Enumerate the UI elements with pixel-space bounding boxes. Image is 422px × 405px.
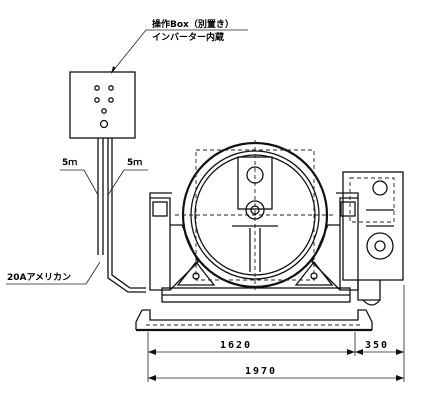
base-right-foot: [365, 309, 373, 330]
right-bearing: [340, 201, 356, 217]
base-frame: [135, 287, 373, 332]
dim-total-value: 1970: [245, 366, 277, 377]
dim-main-value: 1620: [220, 340, 252, 351]
drive-unit-casing: [342, 171, 404, 281]
cable-right-inner: [111, 138, 146, 289]
dim-side-arrow-left: [355, 349, 363, 355]
gear-housing: [237, 156, 273, 210]
cable-left-leader: [83, 169, 99, 196]
control-box-body: [69, 71, 136, 139]
dim-total-arrow-right: [396, 375, 404, 381]
cable-right: [107, 138, 146, 293]
drive-unit: [342, 171, 404, 306]
gear-upper: [246, 166, 264, 184]
right-roller-pin: [310, 272, 318, 280]
reducer-hidden: [349, 177, 395, 223]
left-trunnion-brace: [169, 224, 199, 291]
right-trunnion-brace: [311, 224, 341, 291]
label-leader-line: [111, 29, 150, 73]
control-indicator-3: [94, 97, 100, 103]
drive-sprocket: [372, 180, 388, 196]
drive-motor-shaft: [374, 240, 386, 252]
left-bearing: [152, 201, 168, 217]
control-box: [69, 71, 136, 139]
pipe-label: 20Aアメリカン: [6, 261, 101, 285]
drum-hidden-frame: [195, 149, 315, 281]
base-plate-upper: [142, 309, 366, 321]
base-left-foot: [135, 309, 143, 330]
cables: 5ｍ 5ｍ: [60, 138, 148, 293]
dim-total-arrow-left: [148, 375, 156, 381]
control-box-title: 操作Box（別置き）: [152, 18, 234, 30]
dim-main-arrow-right: [347, 349, 355, 355]
control-indicator-2: [108, 85, 114, 91]
cable-left-length: 5ｍ: [62, 158, 77, 168]
left-upright-cap: [149, 192, 172, 198]
control-indicator-1: [94, 85, 100, 91]
control-box-subtitle: インバーター内蔵: [152, 31, 224, 43]
right-support-roller: [294, 260, 334, 286]
cable-right-leader: [107, 169, 125, 196]
cable-right-length: 5ｍ: [127, 158, 142, 168]
left-support-roller: [176, 260, 216, 286]
drive-bracket-curve: [362, 299, 381, 306]
drive-motor: [366, 232, 394, 260]
cradle: [149, 192, 359, 291]
dimension-side: 350: [355, 340, 404, 355]
right-upright-cap: [336, 192, 359, 198]
control-knob: [99, 119, 109, 129]
dim-side-arrow-right: [396, 349, 404, 355]
dimension-main: 1620: [148, 340, 355, 355]
drum: [175, 140, 335, 290]
gear-hub: [245, 200, 265, 220]
leader-arrowhead: [111, 66, 116, 74]
control-indicator-5: [101, 108, 107, 114]
dim-main-arrow-left: [148, 349, 156, 355]
dim-side-value: 350: [365, 340, 389, 351]
drive-bracket: [357, 280, 381, 301]
control-indicator-4: [108, 97, 114, 103]
control-box-label: 操作Box（別置き） インバーター内蔵: [111, 18, 248, 74]
gear-hub-center: [250, 205, 260, 215]
pipe-label-text: 20Aアメリカン: [7, 272, 71, 283]
left-roller-pin: [192, 272, 200, 280]
dimension-total: 1970: [148, 366, 404, 381]
pipe-label-leader: [85, 261, 101, 285]
